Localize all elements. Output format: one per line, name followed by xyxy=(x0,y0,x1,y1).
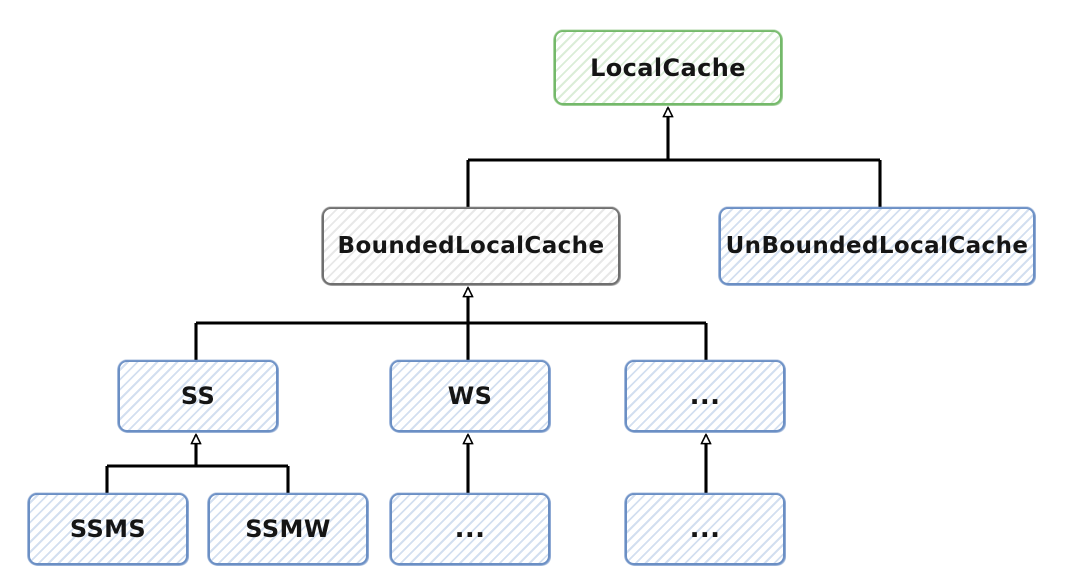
node-more-under-ws[interactable]: ... xyxy=(389,493,551,566)
node-localcache[interactable]: LocalCache xyxy=(553,30,783,106)
node-label-localcache: LocalCache xyxy=(590,53,746,82)
node-more-under-more[interactable]: ... xyxy=(624,493,786,566)
node-label-ws: WS xyxy=(447,382,493,410)
node-more-level2[interactable]: ... xyxy=(624,360,786,433)
node-label-more-under-ws: ... xyxy=(454,514,486,544)
node-ssms[interactable]: SSMS xyxy=(27,493,189,566)
node-unboundedlocalcache[interactable]: UnBoundedLocalCache xyxy=(718,207,1036,286)
node-ssmw[interactable]: SSMW xyxy=(207,493,369,566)
node-label-ssms: SSMS xyxy=(69,515,147,543)
node-label-boundedlocalcache: BoundedLocalCache xyxy=(337,232,605,259)
node-label-unboundedlocalcache: UnBoundedLocalCache xyxy=(725,232,1029,259)
node-boundedlocalcache[interactable]: BoundedLocalCache xyxy=(321,207,621,286)
node-ws[interactable]: WS xyxy=(389,360,551,433)
node-label-more-level2: ... xyxy=(689,381,721,411)
node-label-more-under-more: ... xyxy=(689,514,721,544)
node-label-ssmw: SSMW xyxy=(245,515,331,543)
node-label-ss: SS xyxy=(180,382,216,410)
node-ss[interactable]: SS xyxy=(117,360,279,433)
